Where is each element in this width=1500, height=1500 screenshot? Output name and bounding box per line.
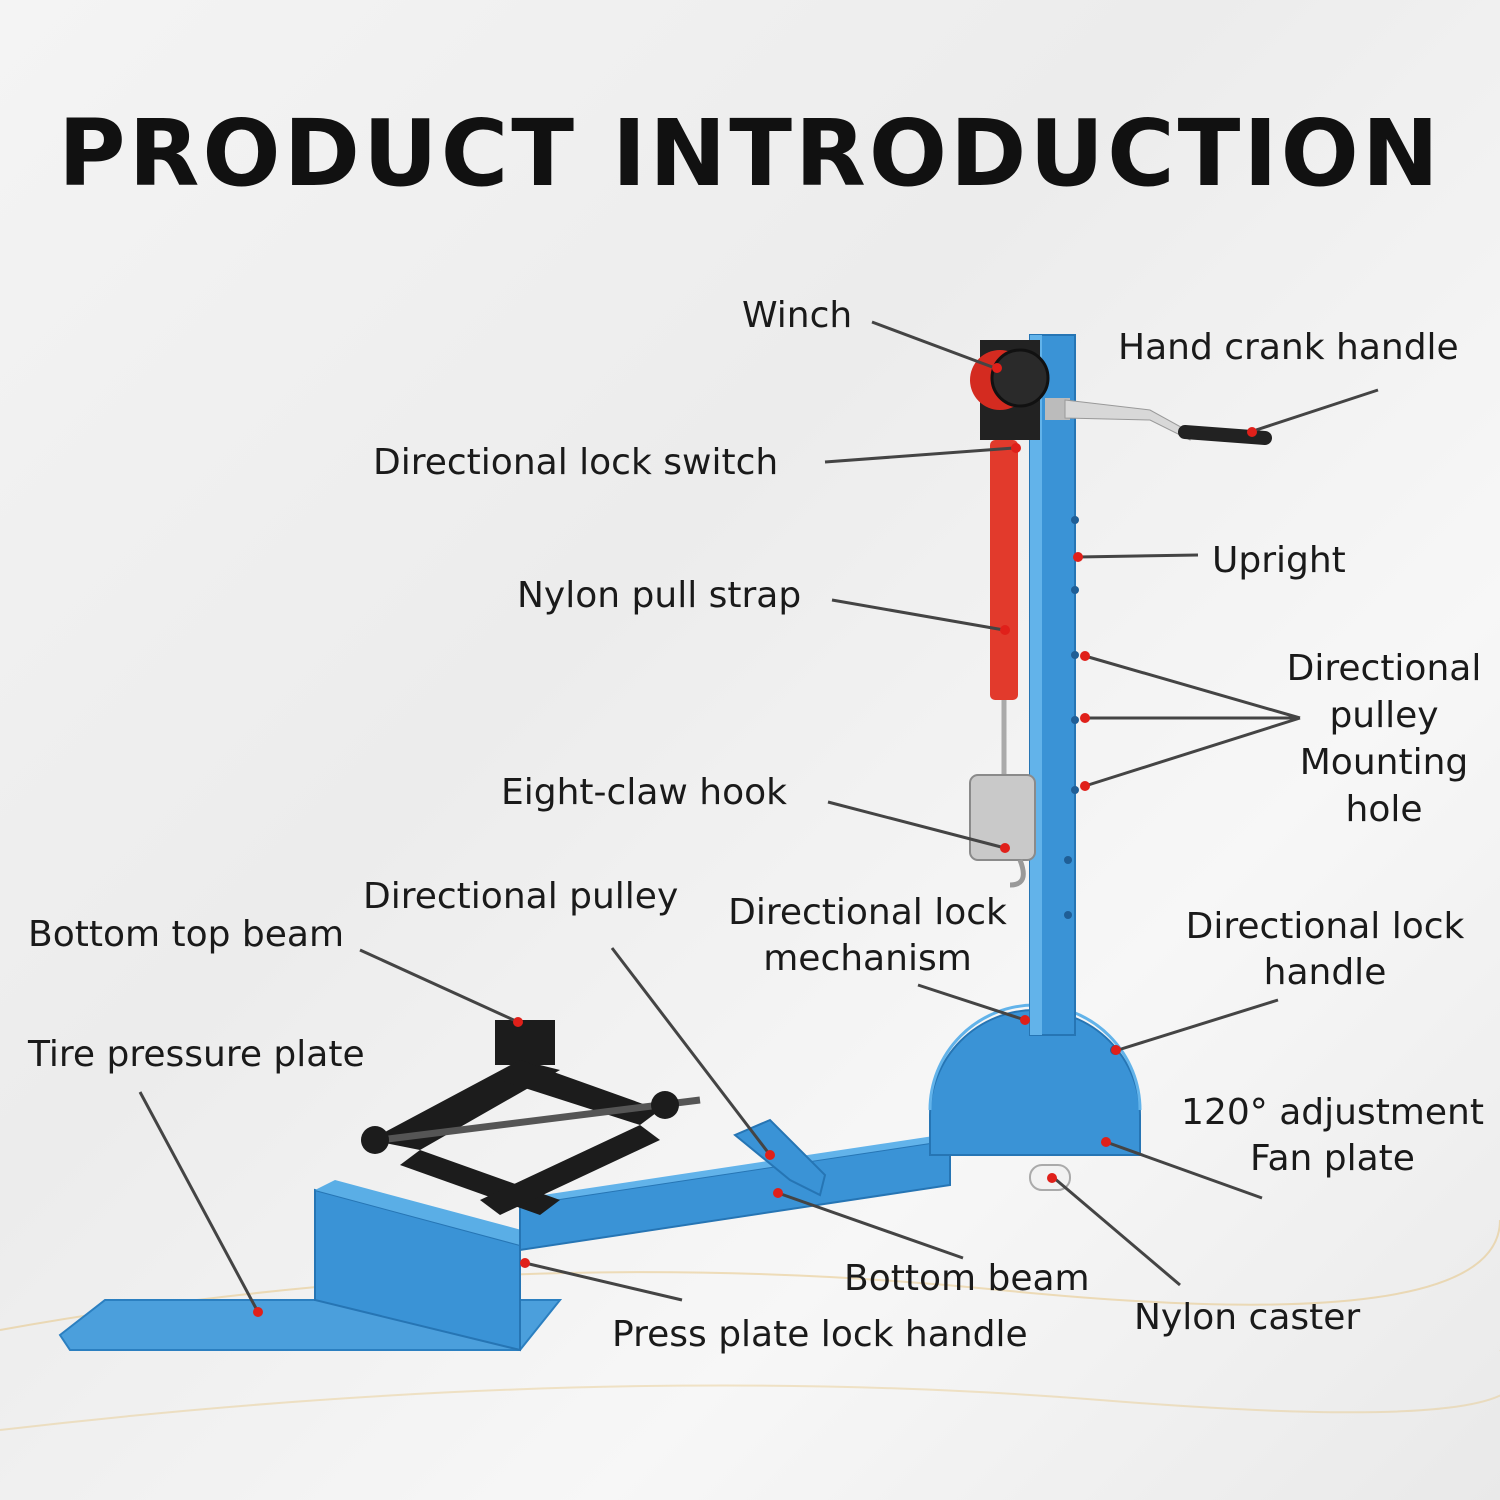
label-winch: Winch: [742, 295, 853, 336]
winch: [970, 340, 1050, 440]
label-line: handle: [1263, 952, 1387, 993]
hand-crank-handle: [1045, 398, 1272, 445]
label-directional-pulley: Directional pulley: [363, 876, 679, 917]
label-directional-lock-mechanism: Directional lock mechanism: [715, 890, 1020, 982]
label-line: hole: [1345, 789, 1423, 830]
label-line: Mounting: [1299, 742, 1469, 783]
label-tire-pressure-plate: Tire pressure plate: [28, 1034, 365, 1075]
label-bottom-top-beam: Bottom top beam: [28, 914, 345, 955]
label-line: 120° adjustment: [1181, 1092, 1484, 1133]
label-eight-claw-hook: Eight-claw hook: [501, 772, 787, 813]
indicator-dots: [253, 363, 1257, 1317]
label-upright: Upright: [1212, 540, 1346, 581]
label-line: mechanism: [763, 938, 972, 979]
label-line: Directional lock: [1185, 906, 1465, 947]
label-directional-pulley-mounting-hole: Directional pulley Mounting hole: [1270, 645, 1498, 833]
label-adjustment-fan-plate: 120° adjustment Fan plate: [1170, 1090, 1495, 1182]
label-line: Directional: [1286, 648, 1482, 689]
upright-post: [1029, 334, 1079, 1036]
label-directional-lock-switch: Directional lock switch: [373, 442, 779, 483]
eight-claw-hook: [969, 700, 1036, 888]
label-hand-crank-handle: Hand crank handle: [1118, 327, 1459, 368]
tire-pressure-plate: [58, 1180, 563, 1352]
label-bottom-beam: Bottom beam: [844, 1258, 1090, 1299]
nylon-pull-strap: [990, 440, 1018, 700]
leader-lines: [138, 320, 1379, 1313]
page-title: PRODUCT INTRODUCTION: [58, 100, 1442, 207]
label-line: Directional lock: [728, 892, 1007, 933]
label-line: Fan plate: [1250, 1138, 1415, 1179]
label-nylon-caster: Nylon caster: [1134, 1297, 1361, 1338]
label-line: pulley: [1329, 695, 1439, 736]
label-press-plate-lock-handle: Press plate lock handle: [612, 1314, 1028, 1355]
label-nylon-pull-strap: Nylon pull strap: [517, 575, 802, 616]
scissor-jack: [361, 1020, 701, 1215]
label-directional-lock-handle: Directional lock handle: [1172, 904, 1478, 996]
